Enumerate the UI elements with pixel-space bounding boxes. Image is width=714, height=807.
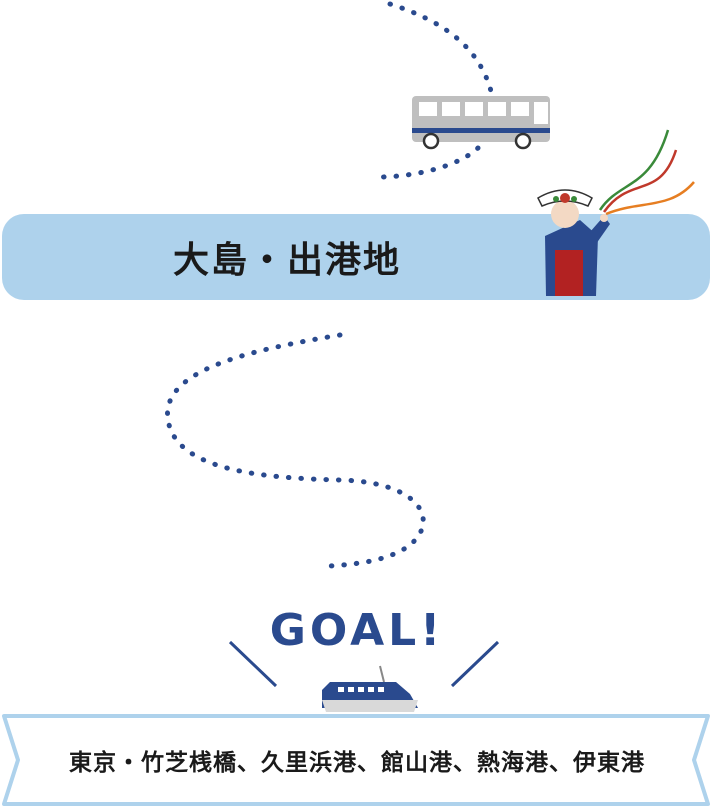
route-dots-top xyxy=(387,1,495,98)
route-dots-middle xyxy=(165,332,426,569)
goal-label: GOAL! xyxy=(269,605,445,656)
route-dots-below-bus xyxy=(379,145,481,180)
banner-title: 大島・出港地 xyxy=(172,240,401,281)
destination-list: 東京・竹芝桟橋、久里浜港、館山港、熱海港、伊東港 xyxy=(69,750,645,776)
